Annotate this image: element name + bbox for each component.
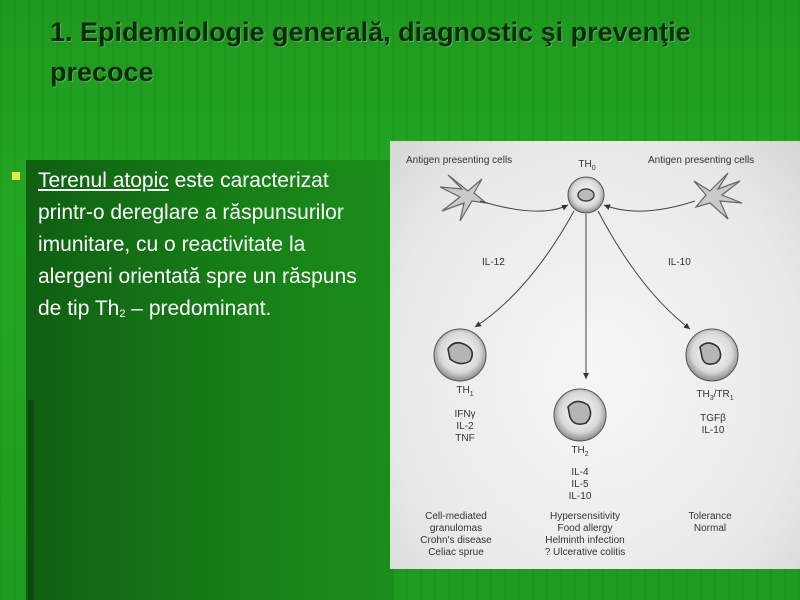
th1-label: TH1 [445, 385, 485, 401]
th2-cytokine: IL-5 [571, 479, 589, 490]
th0-text: TH [578, 159, 592, 170]
th3-cytokines: TGFβ IL-10 [688, 413, 738, 437]
arrow-th0-th1 [474, 210, 575, 328]
th2-cell-icon [553, 388, 607, 442]
outcome-mid-item: Food allergy [557, 523, 613, 534]
outcome-right-item: Normal [693, 523, 727, 534]
th1-cell-icon [433, 328, 487, 382]
th1-cytokines: IFNγ IL-2 TNF [440, 409, 490, 445]
th1-cytokine: IL-2 [456, 421, 474, 432]
immune-diagram: Antigen presenting cells Antigen present… [390, 141, 800, 569]
dark-panel [26, 160, 394, 600]
outcome-left-item: Celiac sprue [428, 547, 484, 558]
outcome-mid-heading: Hypersensitivity [549, 511, 621, 522]
bullet-square-icon [12, 172, 20, 180]
bullet-text: Terenul atopic este caracterizat printr-… [38, 165, 368, 330]
apc-left-icon [439, 174, 489, 222]
outcome-mid: Hypersensitivity Food allergy Helminth i… [520, 511, 650, 559]
bullet-text-part1: este caracterizat printr-o dereglare a r… [38, 169, 357, 320]
outcome-mid-item: Helminth infection [545, 535, 625, 546]
outcome-left-heading: Cell-mediated granulomas [425, 511, 487, 534]
th3-cytokine: IL-10 [701, 425, 725, 436]
th1-sub: 1 [469, 391, 474, 398]
outcome-right: Tolerance Normal [670, 511, 750, 535]
il12-label: IL-12 [482, 257, 505, 268]
th2-cytokines: IL-4 IL-5 IL-10 [555, 467, 605, 503]
th0-sub: 0 [591, 165, 596, 172]
th1-cytokine: TNF [455, 433, 475, 444]
diagram-graphics [433, 172, 743, 442]
arrow-apc-left-th0 [479, 200, 569, 212]
term-link: Terenul atopic [38, 169, 169, 192]
th3-sub: 3 [709, 395, 714, 402]
th2-sub: 2 [584, 451, 589, 458]
outcome-mid-item: ? Ulcerative colitis [544, 547, 626, 558]
th3-cytokine: TGFβ [700, 413, 726, 424]
il10-label: IL-10 [668, 257, 691, 268]
arrow-apc-right-th0 [603, 200, 696, 212]
th3-sub-b: 1 [729, 395, 734, 402]
th2-text: TH [571, 445, 585, 456]
th1-cytokine: IFNγ [454, 409, 476, 420]
apc-left-label: Antigen presenting cells [406, 155, 513, 166]
arrow-th0-th3 [597, 210, 691, 330]
outcome-left: Cell-mediated granulomas Crohn's disease… [406, 511, 506, 559]
bullet-text-part2: – predominant. [125, 297, 272, 320]
slide-title: 1. Epidemiologie generală, diagnostic şi… [50, 17, 691, 87]
th3-text: TH [696, 389, 710, 400]
apc-right-icon [693, 172, 743, 220]
th2-cytokine: IL-4 [571, 467, 589, 478]
outcome-left-item: Crohn's disease [420, 535, 492, 546]
outcome-right-heading: Tolerance [688, 511, 732, 522]
th1-text: TH [456, 385, 470, 396]
th2-label: TH2 [560, 445, 600, 461]
th3-label: TH3/TR1 [680, 389, 750, 405]
th2-cytokine: IL-10 [568, 491, 592, 502]
th0-cell-icon [567, 176, 605, 214]
th3-text-b: /TR [713, 389, 730, 400]
th3-cell-icon [685, 328, 739, 382]
bullet-subscript: 2 [119, 308, 126, 320]
apc-right-label: Antigen presenting cells [648, 155, 755, 166]
decorative-strip [28, 400, 34, 600]
th0-label: TH0 [572, 159, 602, 175]
